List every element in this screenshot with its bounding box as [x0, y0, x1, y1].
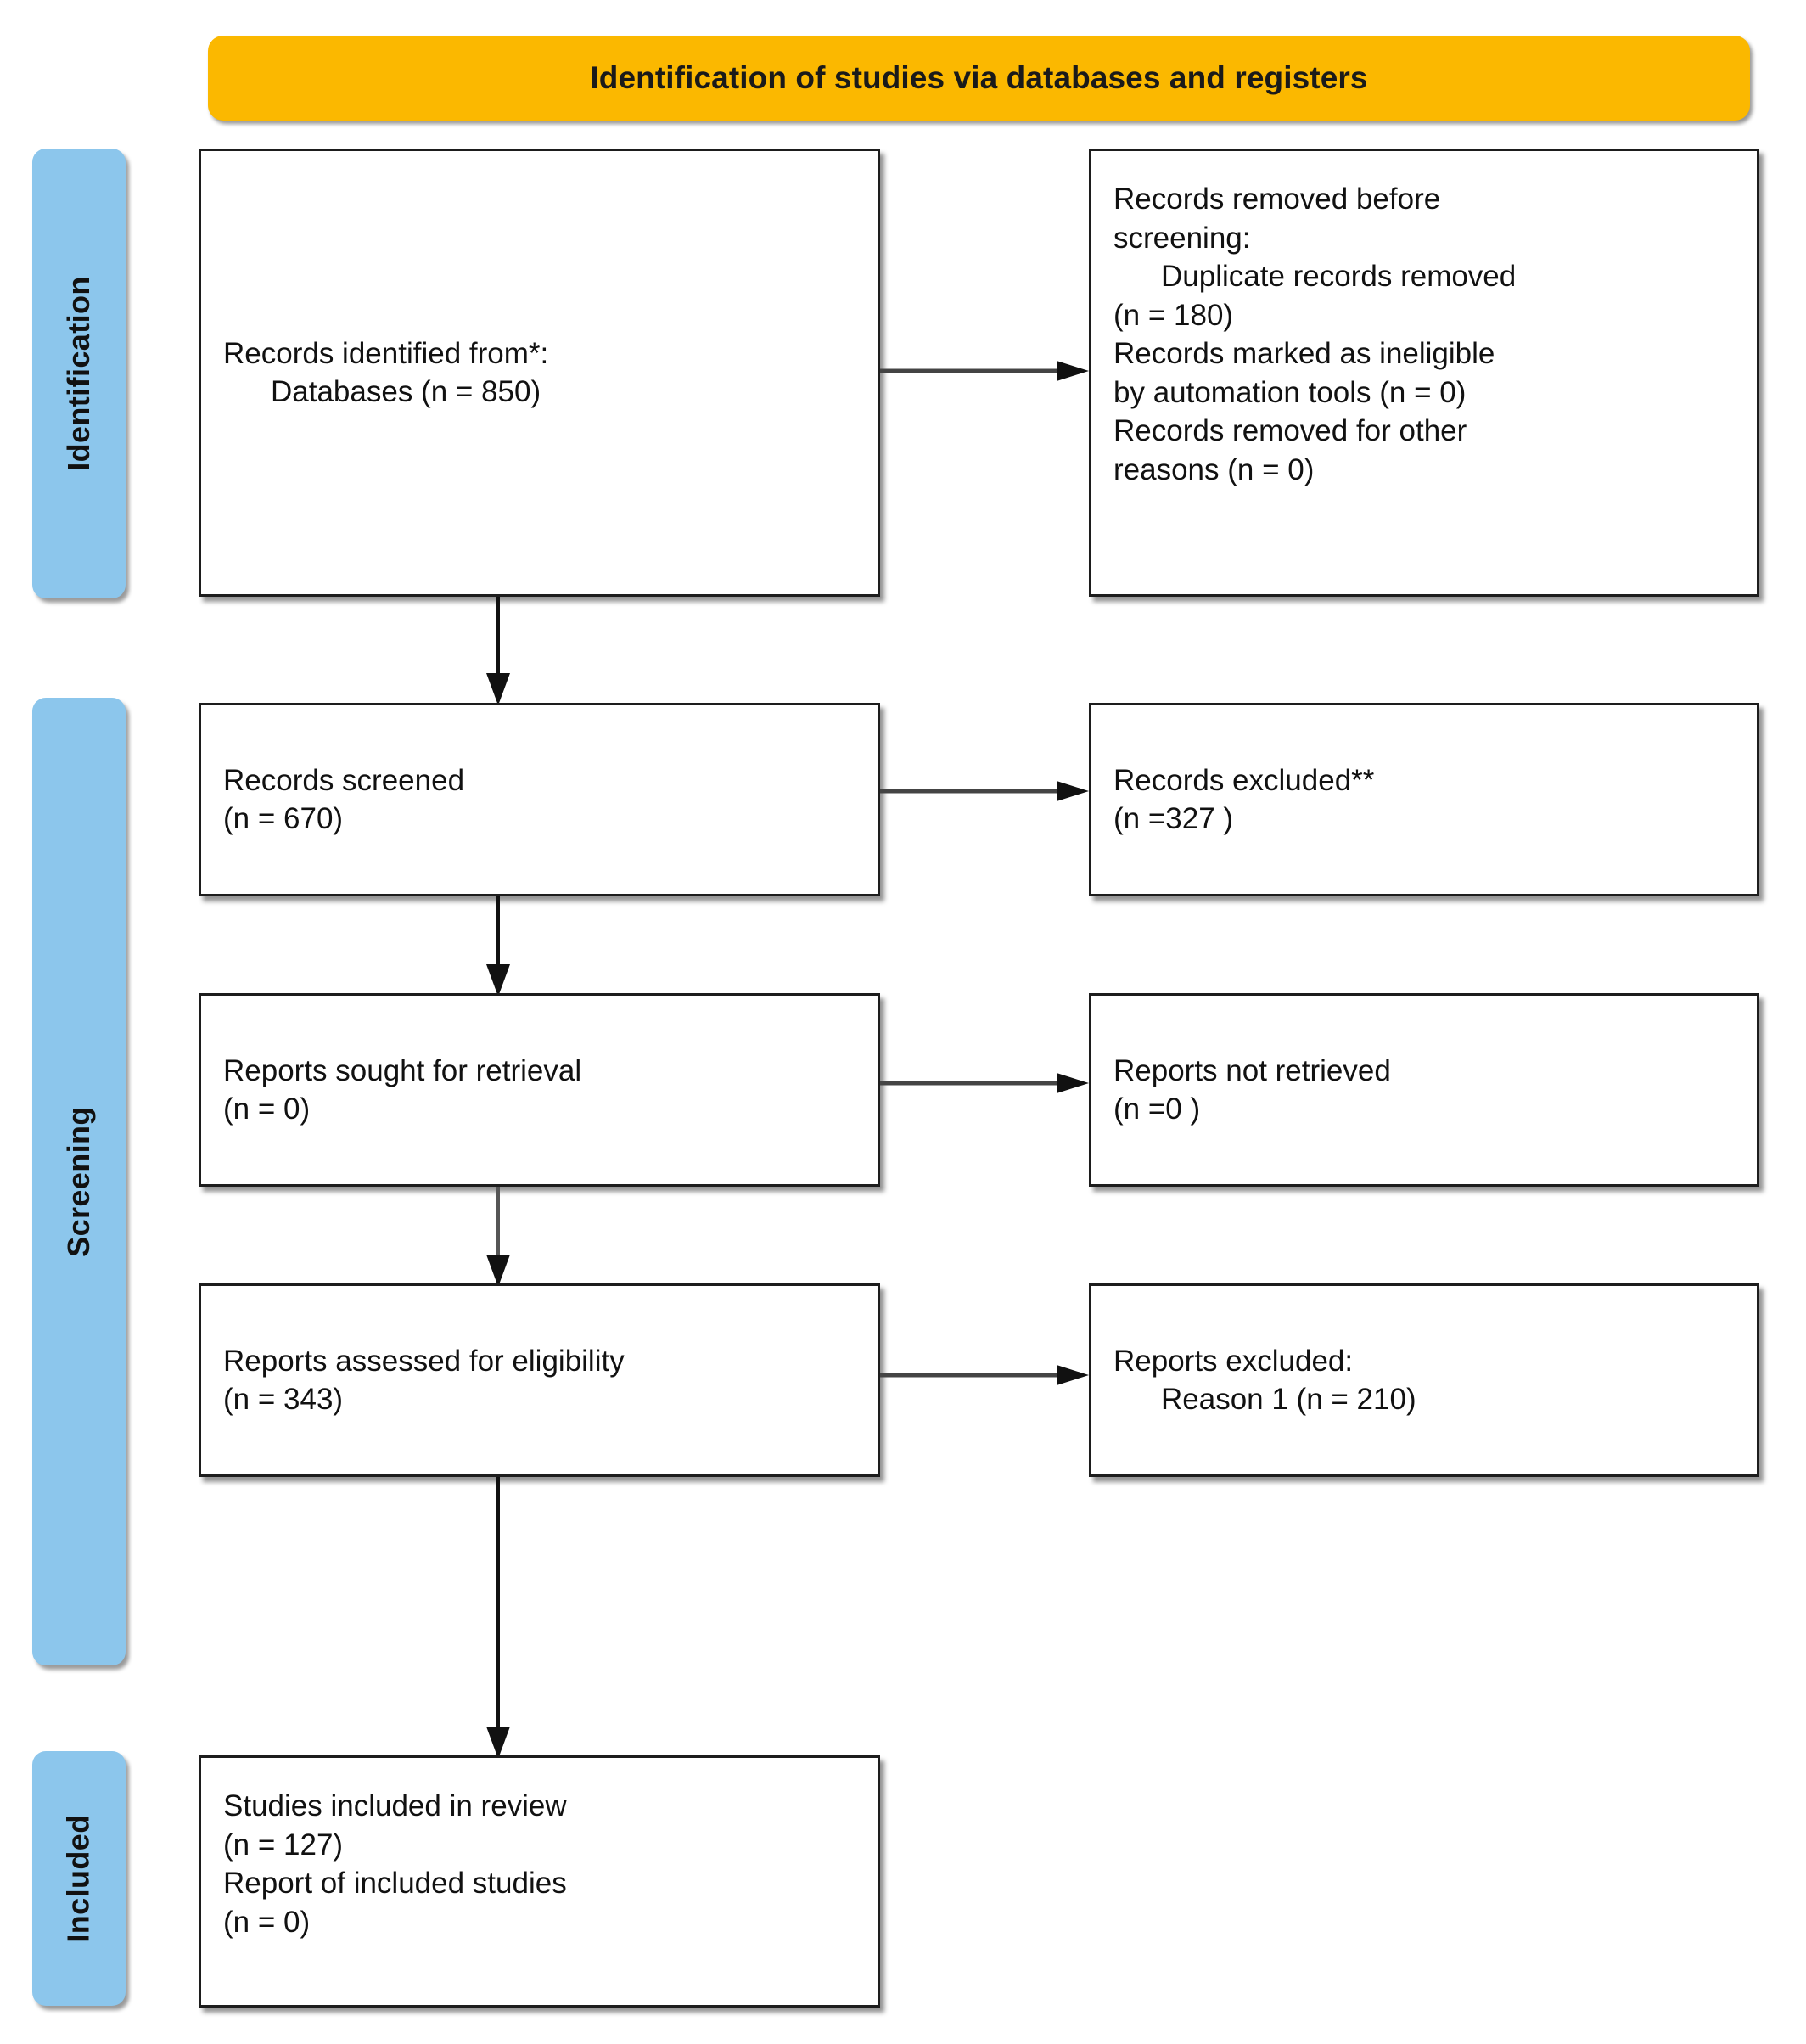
reports-assessed-line-2: (n = 343)	[223, 1383, 344, 1416]
arrow-identified-to-removed	[880, 361, 1089, 381]
stage-label-screening: Screening	[32, 698, 126, 1665]
reports-sought-line-1: Reports sought for retrieval	[223, 1053, 582, 1087]
arrow-screened-to-excluded	[880, 781, 1089, 801]
node-studies-included: Studies included in review (n = 127) Rep…	[199, 1755, 880, 2008]
arrow-assessed-to-excluded	[880, 1365, 1089, 1385]
stage-label-identification-text: Identification	[61, 276, 97, 471]
records-removed-heading-a: Records removed	[1113, 182, 1356, 216]
studies-included-line-1: Studies included in review	[223, 1789, 567, 1822]
records-excluded-line-1: Records excluded**	[1113, 763, 1375, 797]
records-removed-item-3a: Records removed for other	[1113, 414, 1467, 447]
node-records-removed: Records removed before screening: Duplic…	[1089, 149, 1759, 597]
studies-included-line-2: (n = 127)	[223, 1828, 344, 1862]
node-reports-not-retrieved: Reports not retrieved (n =0 )	[1089, 993, 1759, 1187]
arrow-screened-to-sought	[486, 896, 510, 997]
node-reports-sought: Reports sought for retrieval (n = 0)	[199, 993, 880, 1187]
records-screened-line-1: Records screened	[223, 763, 465, 797]
arrow-assessed-to-included	[486, 1477, 510, 1759]
arrow-sought-to-not-retrieved	[880, 1073, 1089, 1093]
node-records-identified: Records identified from*: Databases (n =…	[199, 149, 880, 597]
records-removed-heading-d: :	[1242, 221, 1251, 255]
stage-label-included: Included	[32, 1751, 126, 2006]
reports-excluded-line-2: Reason 1 (n = 210)	[1161, 1383, 1416, 1416]
node-reports-excluded: Reports excluded: Reason 1 (n = 210)	[1089, 1283, 1759, 1477]
stage-label-included-text: Included	[61, 1814, 96, 1943]
records-identified-line-2: Databases (n = 850)	[271, 375, 541, 408]
node-reports-assessed: Reports assessed for eligibility (n = 34…	[199, 1283, 880, 1477]
node-records-excluded: Records excluded** (n =327 )	[1089, 703, 1759, 896]
reports-excluded-line-1: Reports excluded:	[1113, 1344, 1354, 1378]
records-removed-item-2a: Records marked as ineligible	[1113, 337, 1495, 370]
records-excluded-line-2: (n =327 )	[1113, 802, 1234, 835]
diagram-banner: Identification of studies via databases …	[208, 36, 1750, 121]
records-removed-heading-c: screening	[1113, 221, 1242, 255]
studies-included-line-3: Report of included studies	[223, 1867, 567, 1900]
arrow-identified-to-screened	[486, 597, 510, 705]
reports-assessed-line-1: Reports assessed for eligibility	[223, 1344, 625, 1378]
stage-label-identification: Identification	[32, 149, 126, 598]
records-removed-heading-2: screening:	[1113, 219, 1735, 258]
records-removed-item-1a: Duplicate records removed	[1161, 260, 1517, 293]
banner-title: Identification of studies via databases …	[590, 60, 1368, 95]
records-removed-item-2b: by automation tools (n = 0)	[1113, 375, 1467, 409]
records-removed-item-3b: reasons (n = 0)	[1113, 452, 1315, 486]
studies-included-line-4: (n = 0)	[223, 1905, 311, 1939]
stage-label-screening-text: Screening	[61, 1106, 97, 1257]
records-removed-heading-b: before	[1355, 182, 1441, 216]
records-removed-item-1b: (n = 180)	[1113, 298, 1234, 332]
node-records-screened: Records screened (n = 670)	[199, 703, 880, 896]
reports-not-retrieved-line-2: (n =0 )	[1113, 1092, 1201, 1126]
records-removed-heading: Records removed before	[1113, 180, 1735, 219]
arrow-sought-to-assessed	[486, 1187, 510, 1287]
records-identified-line-1: Records identified from*:	[223, 336, 549, 370]
reports-not-retrieved-line-1: Reports not retrieved	[1113, 1053, 1391, 1087]
reports-sought-line-2: (n = 0)	[223, 1092, 311, 1126]
records-screened-line-2: (n = 670)	[223, 802, 344, 835]
